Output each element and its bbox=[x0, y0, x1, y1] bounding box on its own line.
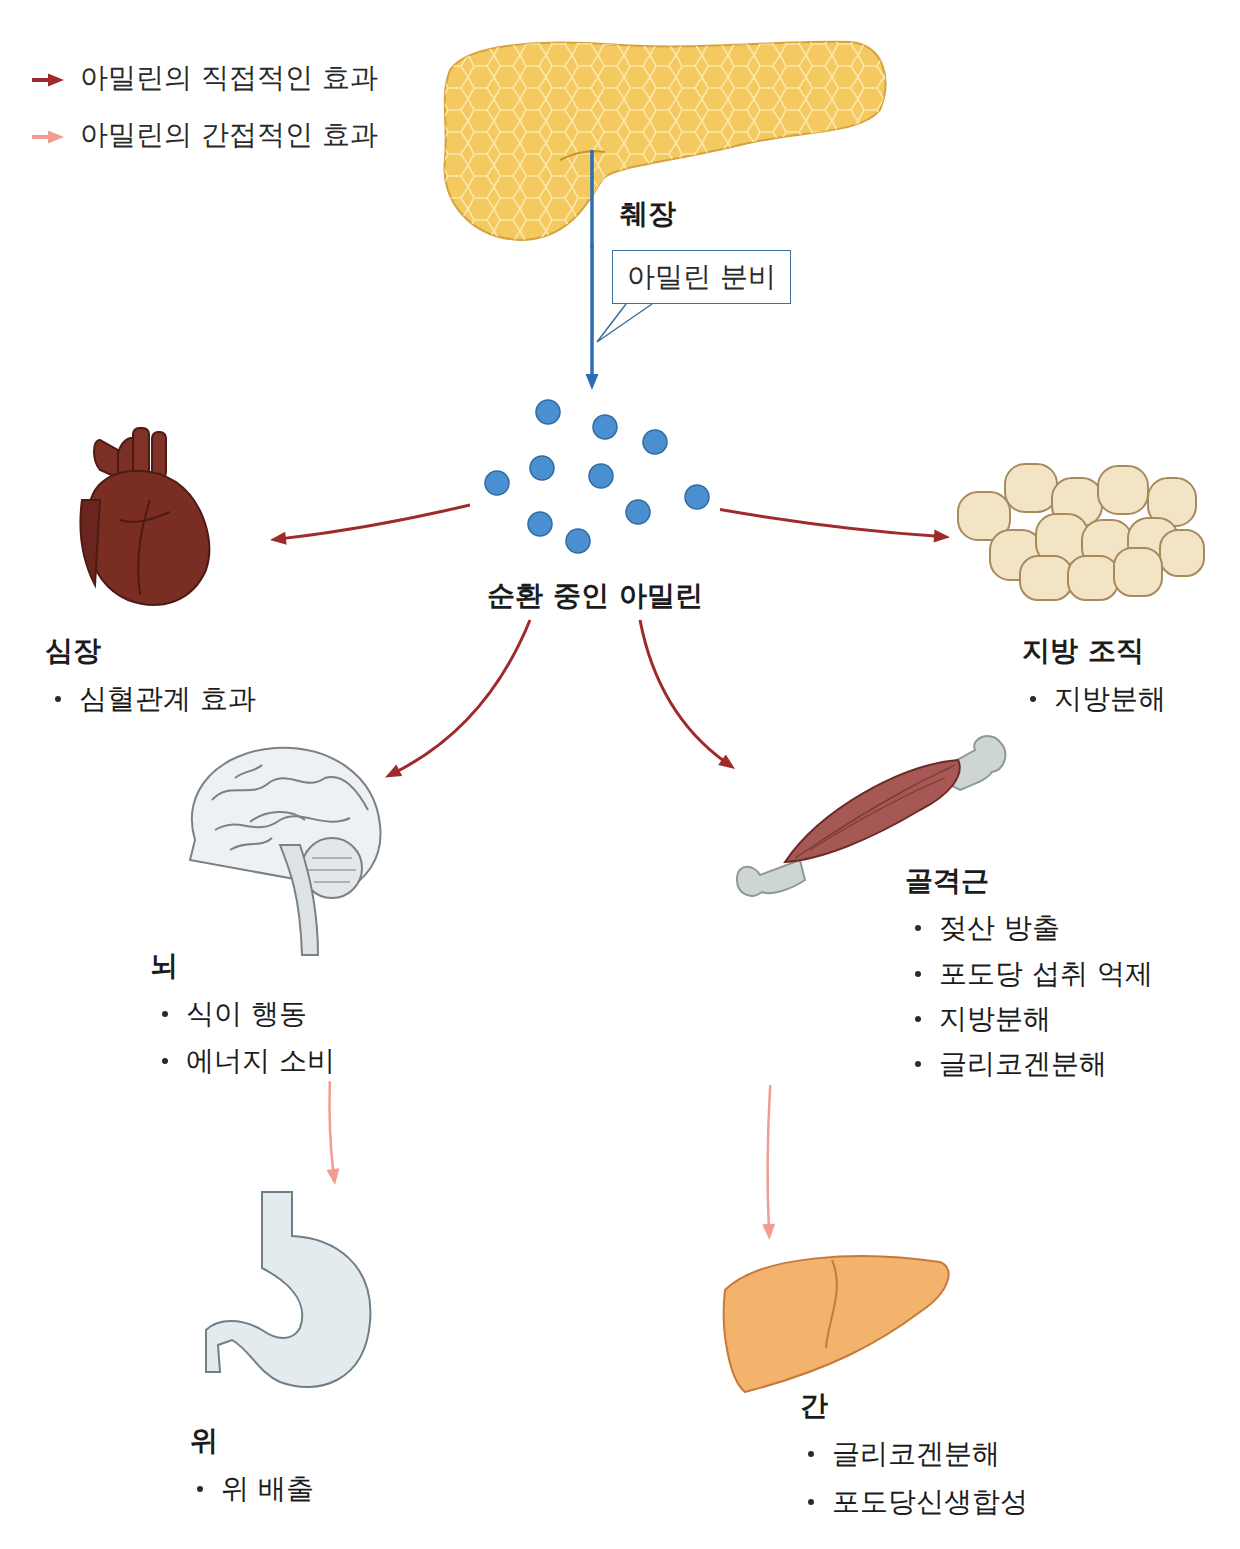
arrowhead bbox=[48, 131, 64, 144]
bullet-item: 지방분해 bbox=[915, 1003, 1051, 1035]
arrowhead bbox=[270, 532, 287, 545]
effect-arrow bbox=[720, 510, 950, 543]
bullet-item: 식이 행동 bbox=[162, 998, 307, 1030]
brain-node: 뇌식이 행동에너지 소비 bbox=[145, 740, 385, 1081]
stomach-node: 위위 배출 bbox=[185, 1185, 385, 1510]
amylin-molecules bbox=[485, 400, 709, 553]
effect-arrow bbox=[270, 505, 470, 545]
organ-heading: 순환 중인 아밀린 bbox=[470, 580, 720, 612]
organ-heading: 위 bbox=[190, 1425, 218, 1457]
organ-heading: 간 bbox=[800, 1390, 828, 1422]
fat-tissue-node: 지방 조직지방분해 bbox=[950, 455, 1210, 720]
heart-illustration bbox=[81, 428, 210, 605]
stomach-illustration bbox=[206, 1192, 370, 1387]
bullet-dot bbox=[55, 696, 61, 702]
bullet-dot bbox=[162, 1058, 168, 1064]
effect-text: 위 배출 bbox=[221, 1473, 314, 1505]
effect-text: 글리코겐분해 bbox=[939, 1048, 1107, 1080]
arrowhead bbox=[385, 764, 402, 777]
bullet-dot bbox=[915, 1061, 921, 1067]
effect-text: 심혈관계 효과 bbox=[79, 683, 256, 715]
bullet-item: 포도당 섭취 억제 bbox=[915, 958, 1153, 990]
organ-heading: 췌장 bbox=[620, 198, 676, 230]
bullet-item: 글리코겐분해 bbox=[915, 1048, 1107, 1080]
effect-arrow bbox=[586, 245, 599, 390]
connector-line bbox=[590, 245, 594, 378]
arrowhead bbox=[934, 530, 950, 543]
arrowhead bbox=[762, 1224, 775, 1240]
connector-line bbox=[768, 1085, 771, 1228]
connector-line bbox=[640, 620, 725, 762]
bullet-dot bbox=[162, 1011, 168, 1017]
effect-text: 포도당 섭취 억제 bbox=[939, 958, 1153, 990]
legend-text: 아밀린의 간접적인 효과 bbox=[80, 119, 378, 151]
organ-heading: 뇌 bbox=[150, 950, 178, 982]
bullet-dot bbox=[197, 1486, 203, 1492]
effect-text: 포도당신생합성 bbox=[832, 1486, 1028, 1518]
legend-arrow bbox=[32, 74, 64, 87]
arrowhead bbox=[48, 74, 64, 87]
connector-line bbox=[282, 505, 470, 539]
effect-text: 글리코겐분해 bbox=[832, 1438, 1000, 1470]
bullet-item: 위 배출 bbox=[197, 1473, 314, 1505]
arrowhead bbox=[718, 754, 735, 769]
bullet-item: 글리코겐분해 bbox=[808, 1438, 1000, 1470]
callout-tail bbox=[597, 304, 652, 342]
connector-line bbox=[329, 1081, 333, 1173]
muscle-node: 골격근젖산 방출포도당 섭취 억제지방분해글리코겐분해 bbox=[735, 730, 1175, 1085]
bullet-dot bbox=[915, 925, 921, 931]
effect-arrow bbox=[640, 620, 735, 769]
effect-text: 에너지 소비 bbox=[186, 1045, 335, 1077]
pancreas-illustration bbox=[444, 42, 885, 248]
connector-line bbox=[396, 620, 530, 772]
bullet-dot bbox=[915, 971, 921, 977]
effect-arrow bbox=[385, 620, 530, 778]
pancreas-node: 췌장 bbox=[440, 30, 890, 245]
brain-illustration bbox=[190, 748, 381, 955]
effect-text: 식이 행동 bbox=[186, 998, 307, 1030]
effect-text: 젖산 방출 bbox=[939, 912, 1060, 944]
effect-text: 지방분해 bbox=[1054, 683, 1166, 715]
bullet-item: 젖산 방출 bbox=[915, 912, 1060, 944]
connector-line bbox=[720, 510, 938, 537]
bullet-dot bbox=[915, 1016, 921, 1022]
bullet-item: 심혈관계 효과 bbox=[55, 683, 256, 715]
bullet-item: 포도당신생합성 bbox=[808, 1486, 1028, 1518]
legend-arrow bbox=[32, 131, 64, 144]
arrowhead bbox=[586, 374, 599, 390]
fat-cells-illustration bbox=[958, 464, 1204, 600]
bullet-dot bbox=[808, 1499, 814, 1505]
heart-node: 심장심혈관계 효과 bbox=[40, 420, 270, 720]
liver-illustration bbox=[724, 1256, 949, 1392]
edge-label: 아밀린 분비 bbox=[612, 250, 791, 304]
organ-heading: 지방 조직 bbox=[1022, 635, 1144, 667]
effect-arrow bbox=[327, 1081, 340, 1185]
liver-node: 간글리코겐분해포도당신생합성 bbox=[715, 1240, 1055, 1530]
effect-text: 지방분해 bbox=[939, 1003, 1051, 1035]
amylin-node: 순환 중인 아밀린 bbox=[470, 390, 720, 620]
bullet-dot bbox=[1030, 696, 1036, 702]
organ-heading: 심장 bbox=[45, 635, 101, 667]
arrowhead bbox=[327, 1168, 340, 1185]
bullet-dot bbox=[808, 1451, 814, 1457]
bullet-item: 지방분해 bbox=[1030, 683, 1166, 715]
bullet-item: 에너지 소비 bbox=[162, 1045, 335, 1077]
organ-heading: 골격근 bbox=[905, 865, 989, 897]
effect-arrow bbox=[762, 1085, 775, 1240]
legend-text: 아밀린의 직접적인 효과 bbox=[80, 62, 378, 94]
